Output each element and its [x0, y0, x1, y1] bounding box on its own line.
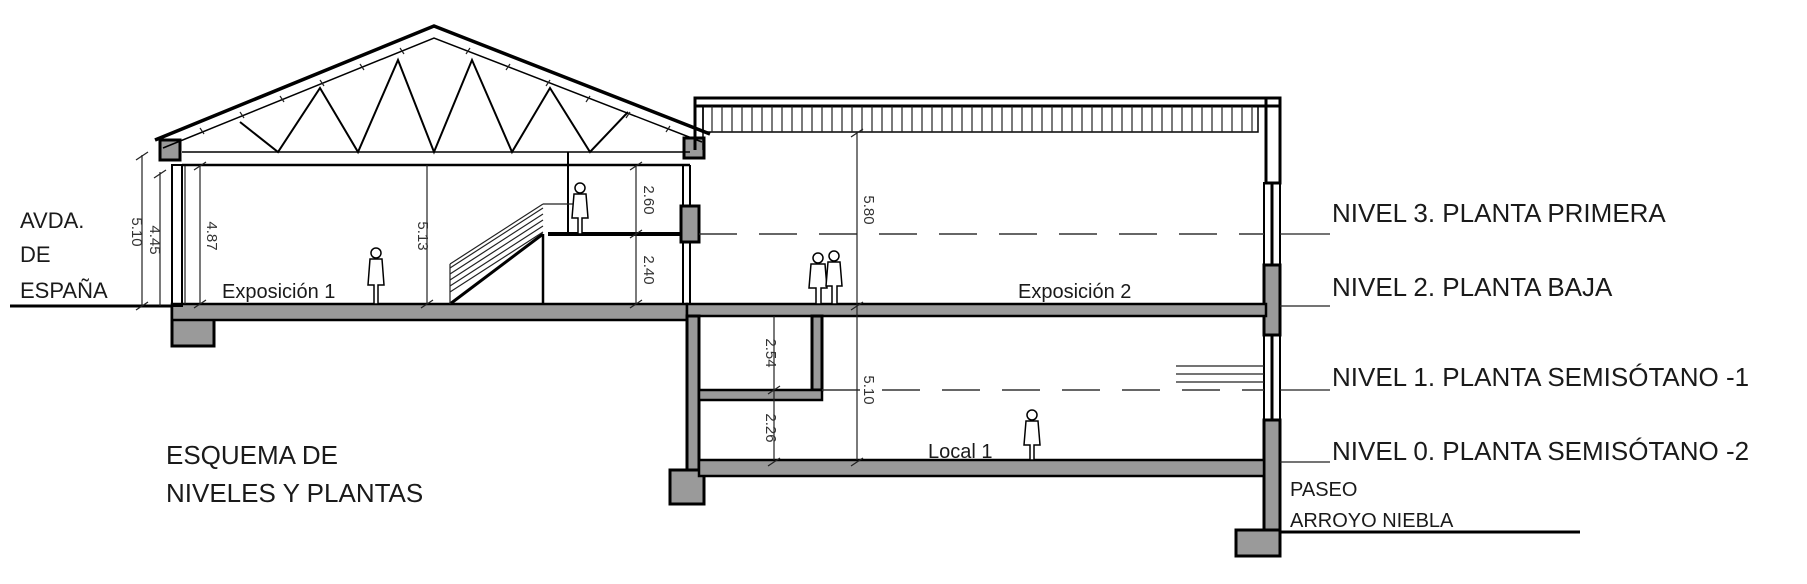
- basement-floor-slab: [697, 458, 1266, 478]
- left-building: [154, 24, 711, 348]
- left-wall: [171, 164, 183, 307]
- level-label-1: NIVEL 1. PLANTA SEMISÓTANO -1: [1332, 362, 1749, 392]
- beam-block: [679, 204, 701, 244]
- street-left-line1: AVDA.: [20, 208, 84, 233]
- dim-254: 2.54: [762, 338, 779, 367]
- inner-room-wall: [810, 314, 824, 392]
- level-label-2: NIVEL 2. PLANTA BAJA: [1332, 272, 1613, 302]
- truss-webs: [239, 57, 629, 155]
- street-left-line2: DE: [20, 242, 51, 267]
- person-exposicion2-b: [825, 250, 843, 305]
- right-retaining-wall: [1262, 418, 1282, 532]
- right-building: [668, 96, 1282, 558]
- street-left-line3: ESPAÑA: [20, 278, 108, 303]
- dim-513: 5.13: [414, 221, 431, 250]
- inner-room-slab: [697, 388, 824, 402]
- dimension-lines: [135, 128, 864, 467]
- dim-510-right: 5.10: [860, 375, 877, 404]
- level-label-0: NIVEL 0. PLANTA SEMISÓTANO -2: [1332, 436, 1749, 466]
- street-right-line2: ARROYO NIEBLA: [1290, 510, 1454, 532]
- basement-left-wall: [685, 314, 701, 488]
- roof-insulation: [702, 105, 1259, 133]
- right-facade-mid: [1262, 263, 1282, 337]
- left-eave-block: [158, 138, 182, 162]
- person-exposicion1: [367, 247, 385, 305]
- diagram-title-line2: NIVELES Y PLANTAS: [166, 478, 423, 508]
- dim-445: 4.45: [146, 225, 163, 254]
- ground-floor-slab-right: [685, 302, 1268, 318]
- person-local1: [1023, 409, 1041, 461]
- level-label-3: NIVEL 3. PLANTA PRIMERA: [1332, 198, 1666, 228]
- street-right-line1: PASEO: [1290, 479, 1357, 501]
- room-label-exposicion1: Exposición 1: [222, 281, 335, 303]
- dim-240: 2.40: [640, 255, 657, 284]
- roof-inner: [162, 37, 703, 149]
- right-facade-upper: [1264, 96, 1282, 185]
- roof-insulation-hatch: [711, 106, 1253, 132]
- dim-510-left: 5.10: [128, 217, 145, 246]
- right-foundation: [1234, 528, 1282, 558]
- dim-226: 2.26: [762, 413, 779, 442]
- dim-487: 4.87: [203, 221, 220, 250]
- room-label-local1: Local 1: [928, 441, 993, 463]
- room-label-exposicion2: Exposición 2: [1018, 281, 1131, 303]
- diagram-title-line1: ESQUEMA DE: [166, 440, 338, 470]
- person-figures: [367, 182, 1041, 461]
- dim-580: 5.80: [860, 195, 877, 224]
- dim-260: 2.60: [640, 185, 657, 214]
- basement-foundation: [668, 468, 706, 506]
- roof-outer: [154, 24, 711, 142]
- ground-floor-slab-left: [170, 302, 689, 322]
- person-mezzanine: [571, 182, 589, 235]
- level-reference-lines: [1280, 233, 1330, 463]
- person-exposicion2-a: [808, 252, 828, 305]
- stair: [449, 232, 544, 306]
- stair-railing: [449, 203, 575, 304]
